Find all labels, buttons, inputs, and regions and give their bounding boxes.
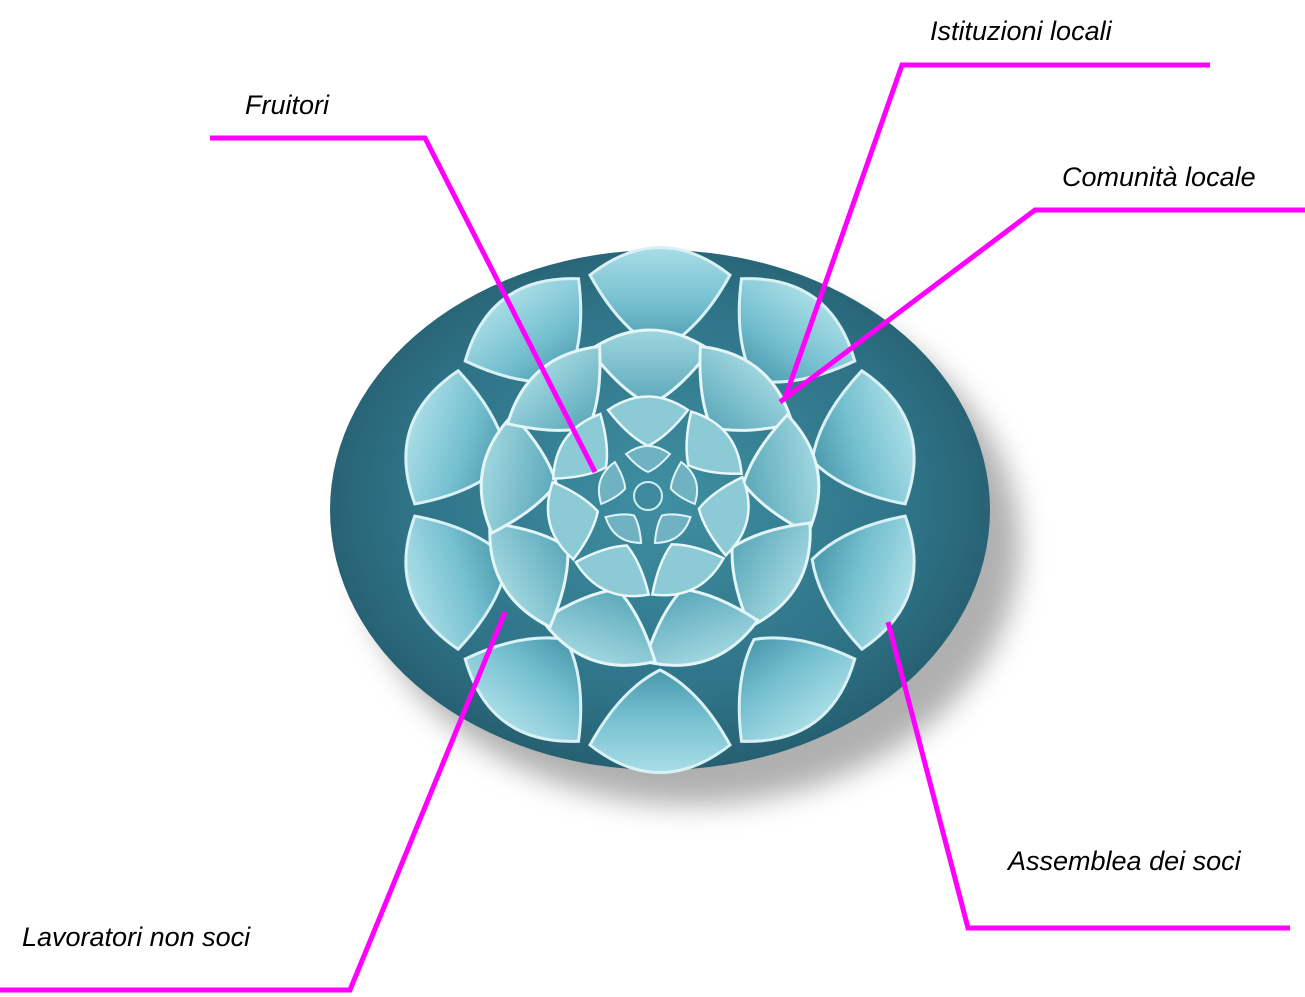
label-lavoratori-non-soci: Lavoratori non soci [22,924,250,951]
label-istituzioni-locali: Istituzioni locali [930,18,1112,45]
label-comunita-locale: Comunità locale [1062,164,1256,191]
label-fruitori: Fruitori [245,92,329,119]
label-assemblea-dei-soci: Assemblea dei soci [1008,848,1241,875]
